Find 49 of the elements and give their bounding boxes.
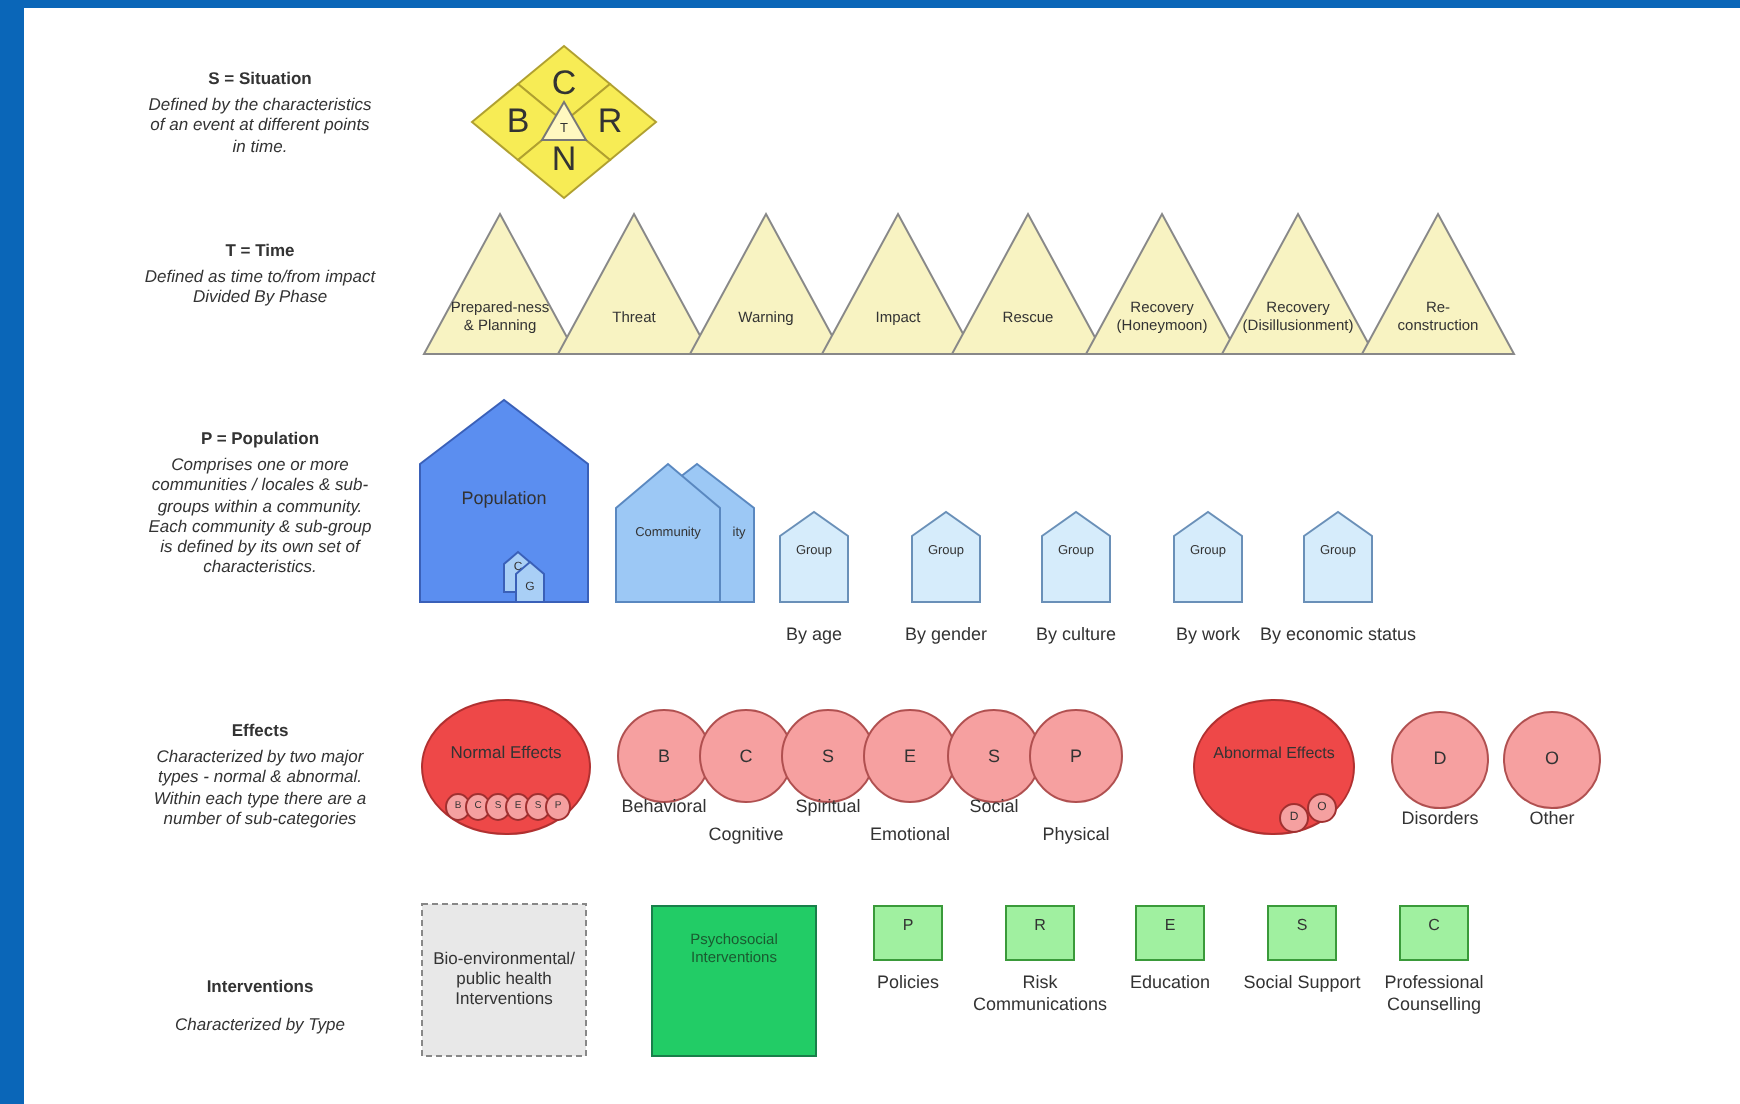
node-label: R (1034, 916, 1046, 936)
node-label: C (1428, 916, 1440, 936)
node-label: Normal Effects (450, 744, 562, 764)
node-label: D (1433, 747, 1447, 769)
node-label: E (903, 745, 916, 767)
node-caption: Social Support (1243, 972, 1361, 992)
node-label: Abnormal Effects (1213, 744, 1335, 764)
node-caption: Professional Counselling (1384, 972, 1484, 1014)
node-label: Population (461, 487, 547, 509)
node-label: S (987, 745, 1000, 767)
section-heading: T = Time (225, 240, 295, 261)
node-caption: Emotional (869, 824, 951, 844)
node-label: P (1069, 745, 1082, 767)
section-description: Defined as time to/from impact Divided By Phase (144, 266, 376, 308)
node-caption: By age (785, 624, 843, 644)
node-label: B (657, 745, 670, 767)
section-description: Characterized by Type (175, 1014, 345, 1035)
section-description: Defined by the characteristics of an event at different points in time. (146, 94, 374, 156)
section-heading: P = Population (200, 428, 320, 449)
node-caption: By economic status (1259, 624, 1417, 644)
node-label: N (551, 140, 577, 180)
node-caption: By gender (904, 624, 988, 644)
node-caption: Policies (876, 972, 939, 992)
node-label: C (551, 64, 577, 104)
node-caption: By work (1175, 624, 1240, 644)
node-label: E (1164, 916, 1176, 936)
node-label: B (506, 102, 530, 142)
node-label: S (821, 745, 834, 767)
node-label: S (1296, 916, 1308, 936)
node-caption: By culture (1035, 624, 1117, 644)
section-heading: Interventions (206, 976, 314, 997)
node-caption: Other (1529, 808, 1575, 828)
node-label: O (1544, 747, 1559, 769)
node-caption: Cognitive (708, 824, 784, 844)
node-label: C (739, 745, 753, 767)
section-heading: Effects (231, 720, 289, 741)
node-caption: Education (1129, 972, 1211, 992)
section-heading: S = Situation (208, 68, 312, 89)
node-caption: Social (969, 796, 1019, 816)
node-caption: Spiritual (795, 796, 861, 816)
node-label: R (597, 102, 623, 142)
node-caption: Risk Communications (972, 972, 1108, 1014)
node-label: Bio-environmental/ public health Interventions (431, 950, 577, 1010)
node-caption: Disorders (1401, 808, 1479, 828)
node-caption: Physical (1042, 824, 1110, 844)
node-label: P (902, 916, 914, 936)
section-description: Characterized by two major types - normal & abnormal. Within each type there are a number of sub-categories (151, 746, 369, 828)
node-caption: Behavioral (621, 796, 707, 816)
section-description: Comprises one or more communities / locales & sub-groups within a community. Each community & sub-group is defined by its own set of characteristics. (146, 454, 374, 577)
